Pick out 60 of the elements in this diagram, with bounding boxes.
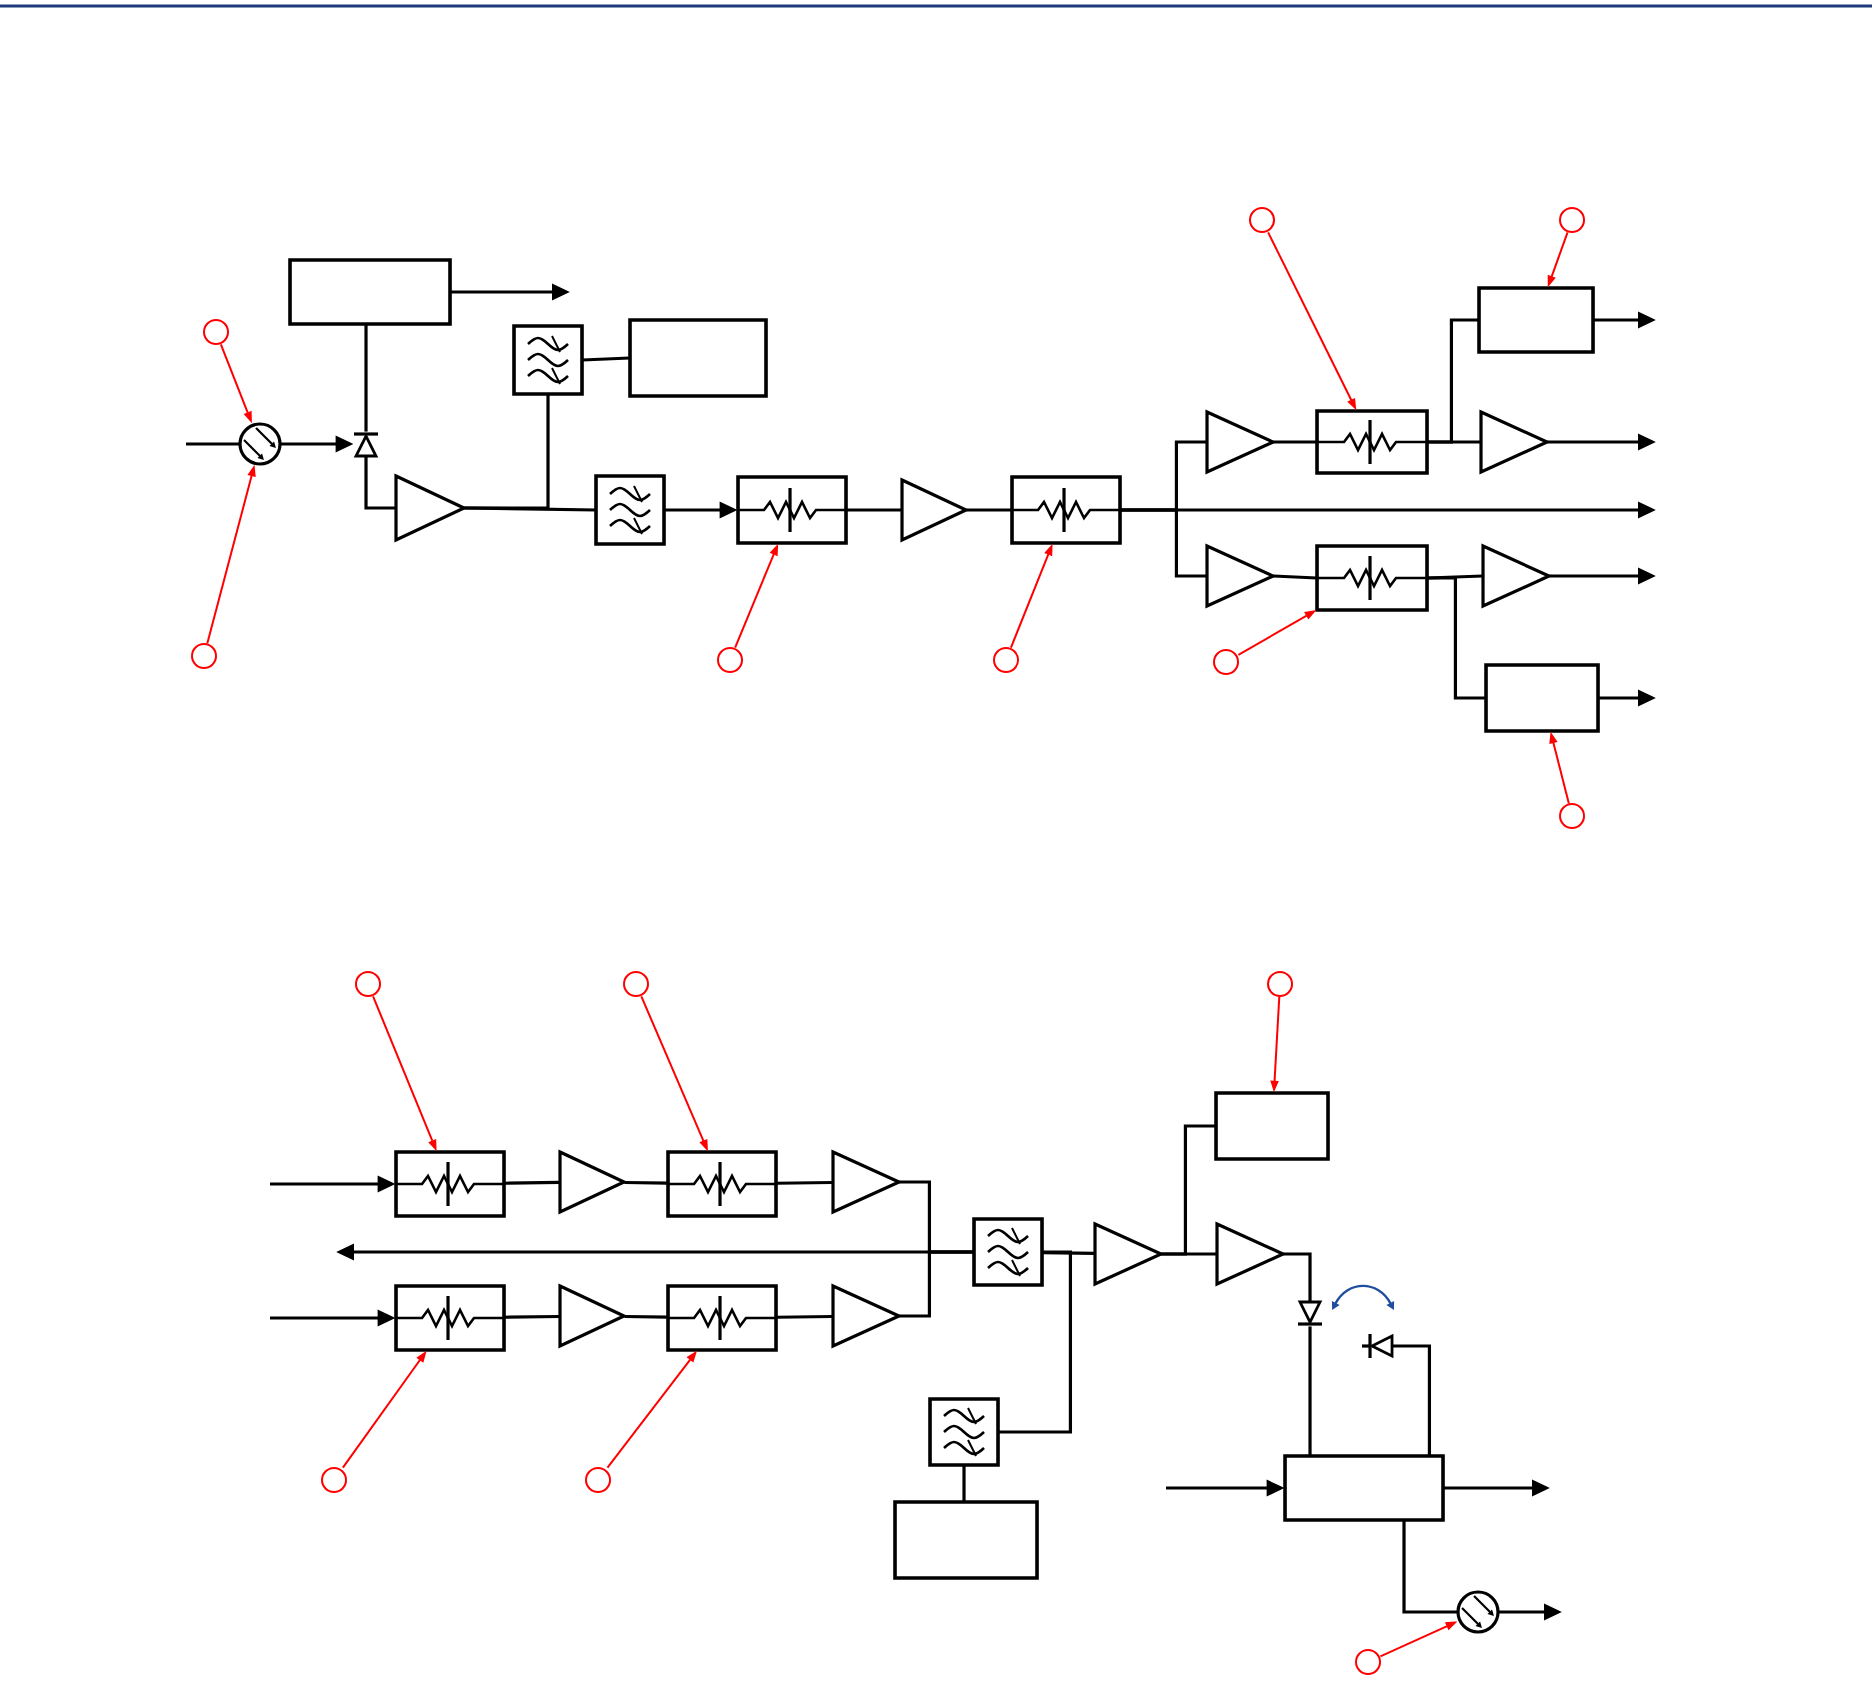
connector-line	[966, 508, 1012, 512]
callout-circle	[355, 971, 381, 997]
block-box	[1484, 663, 1600, 733]
connector-line	[464, 394, 550, 510]
connector-line	[1283, 1252, 1312, 1302]
callout-circle	[321, 1467, 347, 1493]
connector-symbol	[1456, 1590, 1500, 1634]
callout-circle	[203, 319, 229, 345]
callout-circle	[1267, 971, 1293, 997]
callout-circle	[1249, 207, 1275, 233]
connector-line	[624, 1180, 668, 1185]
filter-symbol	[928, 1397, 1000, 1467]
connector-line	[1120, 508, 1207, 578]
connector-line	[776, 1180, 833, 1185]
block-box	[628, 318, 768, 398]
callout-circle	[1559, 207, 1585, 233]
filter-symbol	[594, 474, 666, 546]
filter-symbol	[972, 1217, 1044, 1287]
connector-line	[582, 356, 630, 362]
attenuator-symbol	[394, 1150, 506, 1218]
connector-symbol	[238, 422, 282, 466]
callout-circle	[191, 643, 217, 669]
callout-circle	[717, 647, 743, 673]
block-box	[893, 1500, 1039, 1580]
block-box	[1283, 1454, 1445, 1522]
callout-circle	[1559, 803, 1585, 829]
connector-line	[186, 442, 240, 446]
connector-line	[364, 456, 396, 510]
block-box	[1214, 1091, 1330, 1161]
connector-line	[504, 1314, 560, 1319]
attenuator-symbol	[1315, 544, 1429, 612]
connector-line	[1273, 574, 1317, 580]
connector-line	[1161, 1124, 1216, 1256]
attenuator-symbol	[1010, 475, 1122, 545]
connector-line	[364, 324, 368, 432]
callout-circle	[1213, 649, 1239, 675]
block-box	[288, 258, 452, 326]
block-box	[1477, 286, 1595, 354]
attenuator-symbol	[666, 1150, 778, 1218]
callout-circle	[585, 1467, 611, 1493]
filter-symbol	[512, 324, 584, 396]
connector-line	[1427, 440, 1481, 444]
callout-circle	[1355, 1649, 1381, 1675]
callout-circle	[623, 971, 649, 997]
connector-line	[624, 1314, 668, 1319]
attenuator-symbol	[736, 475, 848, 545]
attenuator-symbol	[666, 1284, 778, 1352]
connector-line	[776, 1314, 833, 1319]
connector-line	[1427, 576, 1486, 700]
attenuator-symbol	[1315, 409, 1429, 475]
connector-line	[1402, 1520, 1458, 1614]
connector-line	[998, 1250, 1072, 1434]
connector-line	[1392, 1344, 1431, 1456]
connector-line	[962, 1465, 966, 1502]
connector-line	[1273, 440, 1317, 444]
callout-circle	[993, 647, 1019, 673]
attenuator-symbol	[394, 1284, 506, 1352]
connector-line	[1308, 1326, 1312, 1456]
connector-line	[846, 508, 902, 512]
connector-line	[504, 1180, 560, 1185]
